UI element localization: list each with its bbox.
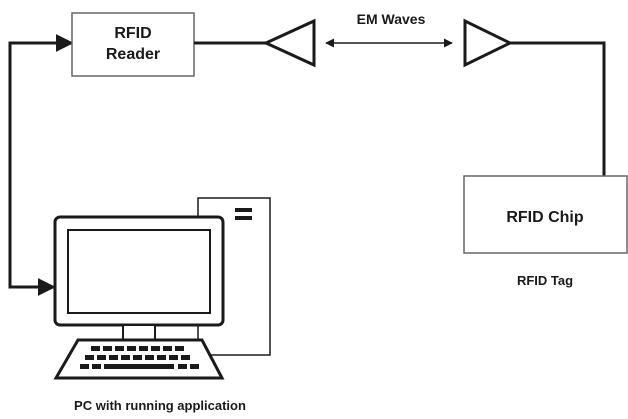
computer-icon [53,197,271,380]
reader-label-line1: RFID [114,25,151,42]
rfid-reader-box: RFID Reader [71,12,195,77]
rfid-chip-box: RFID Chip [463,175,628,254]
reader-pc-link [8,34,74,296]
reader-label-line2: Reader [106,46,160,63]
reader-antenna-icon [262,18,316,68]
tag-label: RFID Tag [517,273,573,288]
tag-antenna-icon [463,18,514,68]
pc-screen [67,229,211,314]
chip-label: RFID Chip [506,209,584,226]
tag-antenna-wire [510,41,606,176]
em-waves-label: EM Waves [357,11,426,27]
pc-label: PC with running application [74,398,246,413]
